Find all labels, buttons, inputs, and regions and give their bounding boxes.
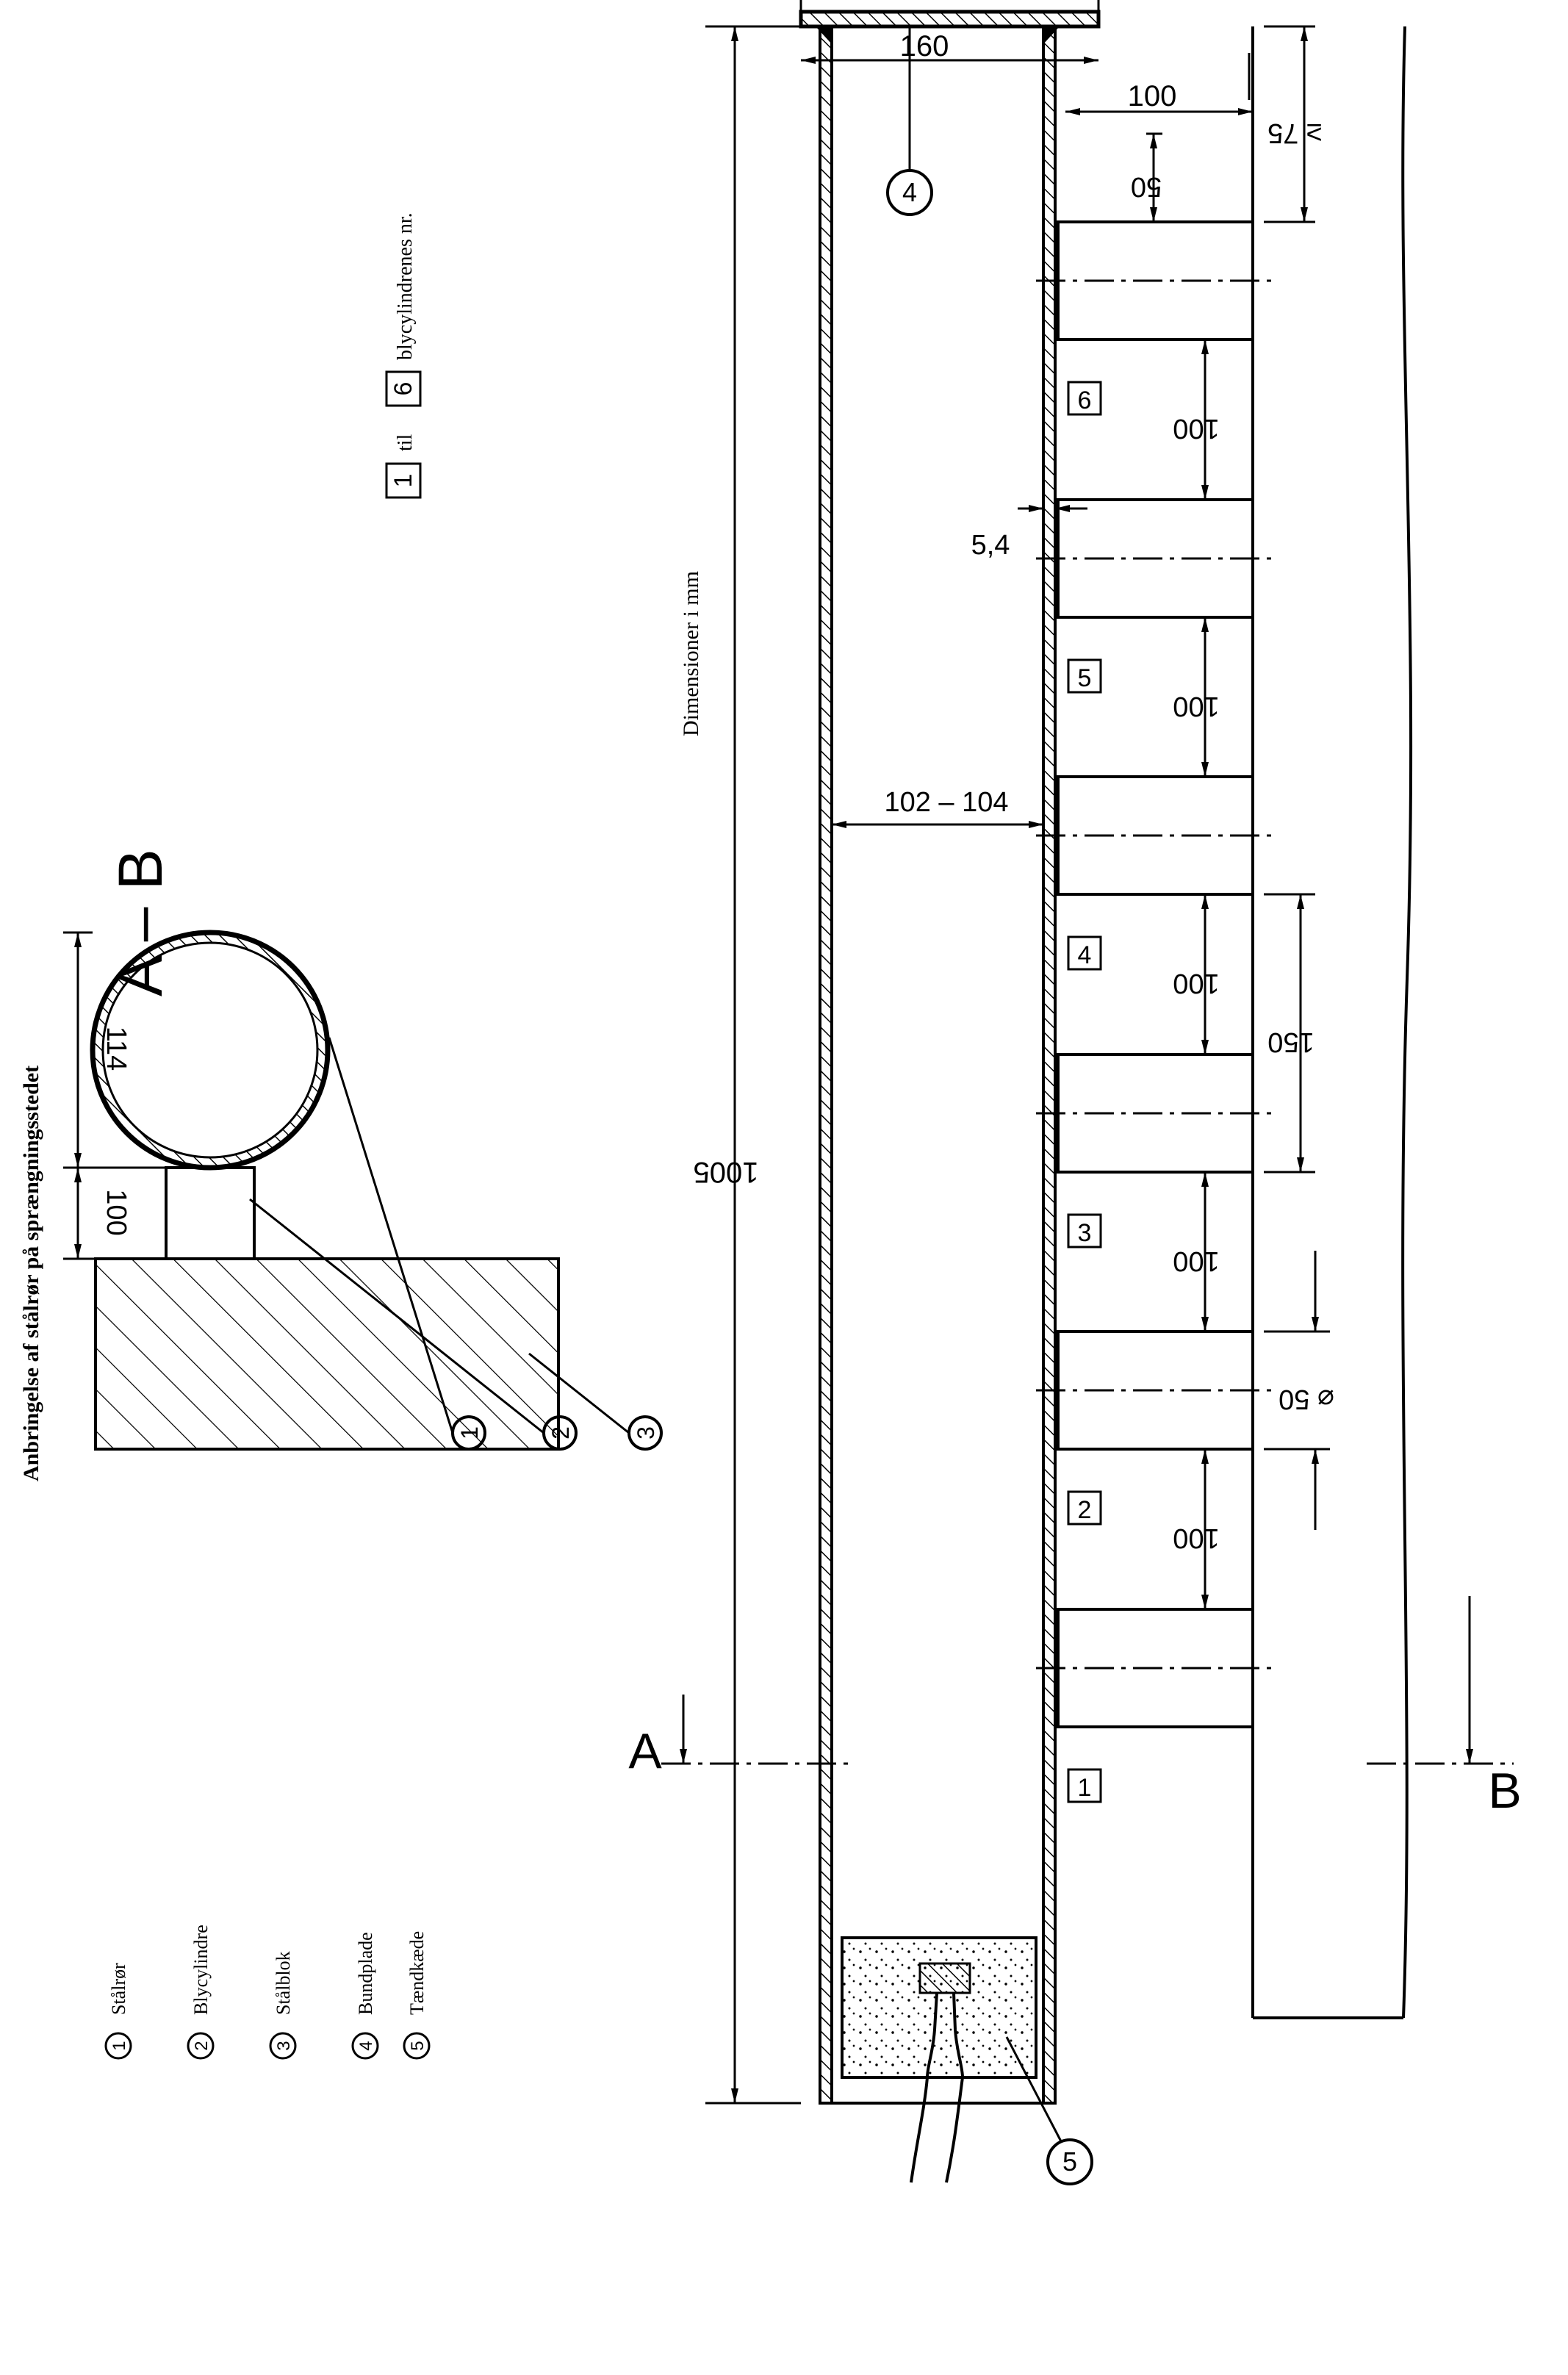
legend-number: 5: [408, 2041, 428, 2050]
legend-number-circle: [104, 2032, 132, 2060]
range-first: 1: [389, 474, 417, 488]
number-box: [1067, 935, 1102, 971]
legend-number-circle: [351, 2032, 379, 2060]
legend-number: 4: [356, 2041, 376, 2050]
weld-bead: [1043, 26, 1060, 44]
dimension-text-spacing: 100: [1173, 691, 1219, 722]
leader-line: [1005, 2036, 1062, 2142]
units-note: Dimensioner i mm: [679, 571, 703, 736]
range-suffix: blycylindrenes nr.: [394, 212, 417, 360]
legend-label: Stålblok: [273, 1951, 294, 2015]
cylinder-spacing-dimensions: 100 100 100 100 100: [1173, 339, 1220, 1609]
callout-number: 1: [456, 1426, 483, 1440]
leader-line: [328, 1037, 454, 1434]
dimension-text-block-offset: 100: [1128, 80, 1177, 112]
section-mark-a: A: [628, 1723, 662, 1779]
number-box: [1067, 1768, 1102, 1803]
fuse-wire: [952, 1992, 964, 2078]
steel-block-break-line: [1401, 26, 1413, 2019]
dimension-text-spacing: 100: [1173, 968, 1219, 999]
page-title: Anbringelse af stålrør på sprængningsste…: [19, 1066, 43, 1481]
cylinder-range-note: 1 til 6 blycylindrenes nr.: [385, 212, 422, 499]
dimension-text-plate-width: 160: [900, 30, 949, 62]
legend-number: 1: [109, 2041, 129, 2050]
fuse-wire: [945, 2077, 964, 2183]
legend-label: Stålrør: [108, 1963, 129, 2015]
legend-item-4: 4 Bundplade: [351, 1932, 379, 2060]
section-cut-marks: A B: [628, 1596, 1522, 1819]
weld-bead: [816, 26, 832, 44]
longitudinal-view: 1 2 3 4 5 6 100 100 100 100 100 50: [385, 0, 1522, 2185]
tube-inner-wall: [101, 941, 319, 1159]
dimension-text-block-gap: 150: [1267, 1027, 1314, 1057]
legend: 1 Stålrør 2 Blycylindre 3 Stålblok 4 Bun…: [104, 1925, 431, 2060]
cylinder-number: 6: [1078, 387, 1092, 414]
bottom-plate: [799, 10, 1101, 29]
number-box: [385, 462, 422, 499]
legend-item-2: 2 Blycylindre: [187, 1925, 215, 2060]
detonator-plug: [841, 1936, 1037, 2079]
callout-number: 4: [902, 177, 917, 207]
detonator-cap: [918, 1962, 971, 1994]
cylinder-number: 5: [1078, 664, 1092, 692]
legend-number-circle: [403, 2032, 431, 2060]
number-box: [1067, 1213, 1102, 1248]
legend-label: Tændkæde: [406, 1931, 428, 2015]
section-label: A – B: [106, 849, 175, 996]
cylinder-number-boxes: 1 2 3 4 5 6: [1067, 381, 1102, 1803]
dimension-text-overhang: ≥ 75: [1267, 118, 1322, 148]
centre-lines: [1036, 279, 1279, 1670]
legend-item-5: 5 Tændkæde: [403, 1931, 431, 2060]
number-box: [1067, 1490, 1102, 1526]
dimension-text-114: 114: [101, 1027, 132, 1071]
dimension-text-inner-diameter: 102 – 104: [884, 787, 1008, 818]
tube-wall-lower-hatch: [1043, 26, 1055, 2103]
legend-item-3: 3 Stålblok: [269, 1951, 297, 2060]
range-last: 6: [389, 382, 417, 396]
tube-wall-hatch: [93, 933, 327, 1167]
legend-label: Blycylindre: [190, 1925, 212, 2015]
section-mark-b: B: [1488, 1763, 1521, 1819]
dimension-text-100: 100: [101, 1189, 132, 1235]
legend-number: 3: [274, 2041, 294, 2050]
cylinder-number: 4: [1078, 941, 1092, 969]
number-box: [1067, 381, 1102, 416]
number-box: [1067, 658, 1102, 694]
cylinder-number: 3: [1078, 1219, 1092, 1247]
fuse-wire: [926, 1992, 938, 2078]
cylinder-number: 2: [1078, 1496, 1092, 1524]
dimension-text-spacing: 100: [1173, 1246, 1219, 1276]
legend-label: Bundplade: [355, 1932, 376, 2015]
dimension-text-spacing: 100: [1173, 1523, 1219, 1553]
number-box: [385, 370, 422, 407]
dimension-text-end-spacing: 50: [1131, 171, 1162, 202]
leader-line: [528, 1352, 630, 1434]
leader-line: [249, 1198, 544, 1434]
range-connector: til: [394, 434, 417, 451]
dimension-text-wall: 5,4: [971, 530, 1010, 561]
tube-wall-upper-hatch: [820, 26, 832, 2103]
callout-number: 3: [633, 1426, 659, 1440]
callout-circle-taendkaede: [1046, 2138, 1093, 2185]
steel-block-section: [94, 1257, 560, 1451]
legend-number: 2: [192, 2041, 212, 2050]
callout-number: 5: [1062, 2146, 1077, 2177]
cylinder-number: 1: [1078, 1774, 1092, 1802]
section-view-a-b: A – B 1 2 3 114 100: [63, 849, 663, 1451]
fuse-wire: [910, 2077, 929, 2183]
dimension-text-length: 1005: [694, 1156, 759, 1188]
dimension-text-spacing: 100: [1173, 413, 1219, 444]
legend-item-1: 1 Stålrør: [104, 1963, 132, 2060]
callout-number: 2: [547, 1426, 574, 1440]
dimension-text-lead-diameter: ⌀ 50: [1279, 1384, 1334, 1415]
legend-number-circle: [187, 2032, 215, 2060]
legend-number-circle: [269, 2032, 297, 2060]
lead-cylinder-section: [165, 1166, 256, 1260]
